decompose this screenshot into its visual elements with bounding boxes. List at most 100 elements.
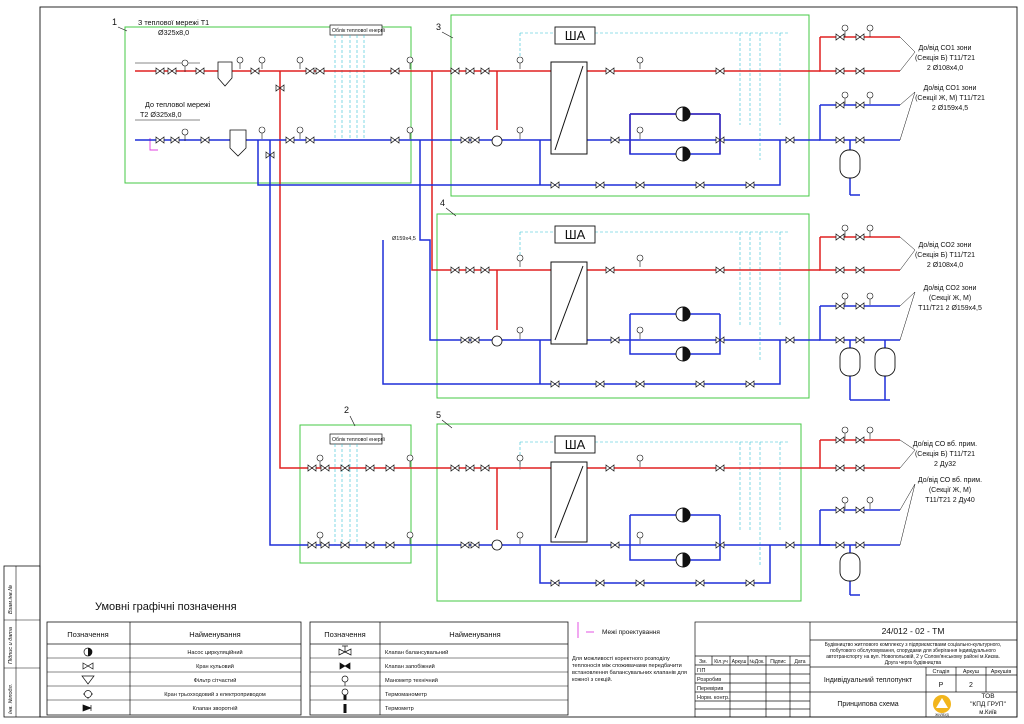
output-1-line-1: До/від СО1 зони (919, 44, 972, 52)
gauge-icon (841, 426, 849, 439)
gauge-icon (516, 531, 524, 544)
stamp-role-checker: Перевірив (697, 686, 723, 692)
gauge-icon (636, 454, 644, 467)
ball-valve-icon (365, 541, 375, 549)
side-stamp-replace: Взам.інв.№ (8, 585, 14, 614)
ball-valve-icon (385, 541, 395, 549)
gauge-icon (636, 326, 644, 339)
note-line-4: кожної з секцій. (572, 676, 613, 683)
ball-valve-icon (855, 233, 865, 241)
safety-valve-icon (339, 662, 351, 670)
output-6-line-1: До/від СО вб. прим. (918, 476, 982, 484)
ball-valve-icon (715, 266, 725, 274)
legend-left-item: Кран трьохходовий з електроприводом (164, 691, 266, 698)
ball-valve-icon (307, 541, 317, 549)
ball-valve-icon (745, 579, 755, 587)
gauge-icon (636, 126, 644, 139)
ball-valve-icon (855, 436, 865, 444)
gauge-icon (516, 254, 524, 267)
pumps (675, 106, 691, 568)
gauge-icon (841, 292, 849, 305)
gauge-icon (516, 126, 524, 139)
ball-valve-icon (835, 336, 845, 344)
pump-icon (675, 552, 691, 568)
company-type: ТОВ (981, 693, 994, 700)
filter-icon (217, 61, 233, 87)
return-pipes (135, 104, 900, 596)
gauge-icon (841, 24, 849, 37)
balancing-valve-icon (338, 645, 352, 656)
thermometer-icon (343, 704, 347, 713)
ball-valve-icon (265, 151, 275, 159)
ball-valve-icon (835, 541, 845, 549)
ball-valve-icon (550, 380, 560, 388)
stamp-sheets-label: Аркушів (991, 669, 1012, 675)
side-stamp-inv: Інв. №подл. (8, 684, 14, 714)
output-3-line-3: 2 Ø108x4,0 (927, 262, 963, 269)
ball-valve-icon (340, 464, 350, 472)
legend-left-item: Кран кульовий (196, 663, 234, 670)
ball-valve-icon (307, 464, 317, 472)
gauge-icon (841, 224, 849, 237)
ball-valve-icon (855, 266, 865, 274)
balancing-note: Для можливості коректного розподілу тепл… (572, 656, 687, 683)
ball-valve-icon (635, 181, 645, 189)
ball-valve-icon (715, 136, 725, 144)
boundary-label: Межі проектування (602, 628, 660, 636)
ball-valve-icon (835, 67, 845, 75)
ball-valve-icon (715, 67, 725, 75)
ball-valve-icon (285, 136, 295, 144)
ball-valve-icon (167, 67, 177, 75)
ball-valve-icon (835, 302, 845, 310)
gauge-icon (866, 292, 874, 305)
project-description-line-4: Друга черга будівництва (885, 660, 942, 666)
module-3-number: 3 (436, 22, 441, 32)
heat-exchanger-5: ША (550, 435, 596, 543)
heat-meter-2: Облік теплової енергії (329, 433, 386, 445)
pump-icon (675, 106, 691, 122)
ball-valve-icon (855, 302, 865, 310)
output-6-line-3: Т11/Т21 2 Ду40 (925, 497, 975, 504)
ball-valve-icon (550, 181, 560, 189)
ball-valve-icon (605, 464, 615, 472)
gauge-icon (516, 326, 524, 339)
ball-valve-icon (785, 136, 795, 144)
ball-valve-icon (450, 464, 460, 472)
gauge-icon (181, 128, 189, 141)
gauge-icon (866, 426, 874, 439)
stamp-role-gip: ГІП (697, 668, 706, 674)
ball-valve-icon (695, 181, 705, 189)
output-5-line-2: (Секція Б) Т11/Т21 (915, 450, 975, 458)
heat-exchanger-3: ША (550, 26, 596, 155)
signal-lines (334, 32, 790, 565)
legend-right-col-designation: Позначення (324, 630, 366, 639)
output-4-line-2: (Секції Ж, М) (929, 294, 971, 302)
three-way-valve-icon (491, 539, 503, 551)
gauge-icon (258, 126, 266, 139)
ball-valve-icon (855, 101, 865, 109)
check-valve-icon (82, 704, 92, 712)
ball-valve-icon (390, 67, 400, 75)
gauge-icon (406, 454, 414, 467)
ball-valve-icon (835, 33, 845, 41)
stamp-role-developer: Розробив (697, 677, 721, 683)
module-5-frame (436, 423, 802, 602)
ball-valve-icon (460, 336, 470, 344)
module-callouts: 1 3 4 2 5 (112, 17, 457, 429)
gauge-icon (181, 59, 189, 72)
legend-right-item: Термоманометр (385, 692, 427, 698)
ball-valve-icon (315, 67, 325, 75)
ball-valve-icon (595, 181, 605, 189)
ball-valve-icon (390, 136, 400, 144)
module-4-frame (436, 213, 810, 399)
module-2-frame (299, 424, 412, 564)
output-4-line-1: До/від СО2 зони (924, 284, 977, 292)
module-2-number: 2 (344, 405, 349, 415)
thermomanometer-icon (341, 688, 349, 700)
ball-valve-icon (385, 464, 395, 472)
ball-valve-icon (855, 33, 865, 41)
ball-valve-icon (465, 67, 475, 75)
heat-meter-2-label: Облік теплової енергії (332, 437, 386, 443)
legend-left-item: Насос циркуляційний (187, 649, 242, 656)
stamp-title: Індивідуальний теплопункт (824, 676, 913, 684)
